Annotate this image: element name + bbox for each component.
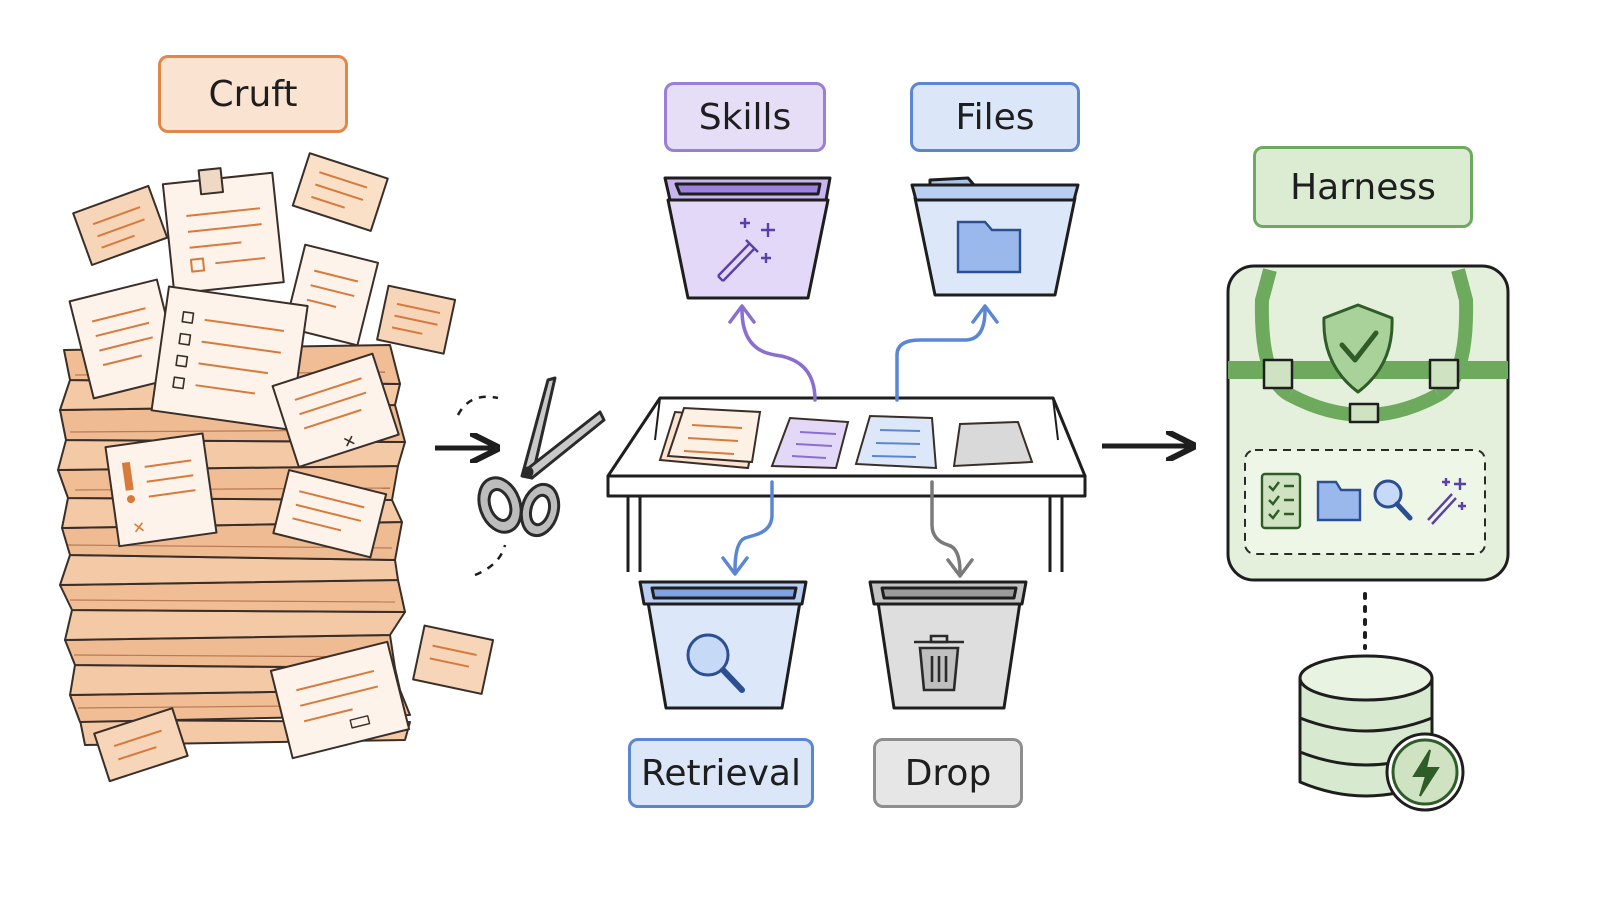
dashed-cut-line <box>456 395 507 577</box>
shield-check-icon <box>1322 303 1394 394</box>
table-paper-orange <box>658 406 762 470</box>
trash-icon <box>914 634 964 692</box>
checklist-icon <box>1260 472 1302 530</box>
lightning-icon <box>1385 732 1465 812</box>
sorting-arrows <box>721 304 999 578</box>
magic-wand-icon <box>717 218 775 282</box>
files-bin <box>910 176 1080 297</box>
harness-wand-icon <box>1427 478 1466 525</box>
drop-label: Drop <box>873 738 1023 808</box>
cruft-label: Cruft <box>158 55 348 133</box>
harness-magnifier-icon <box>1373 479 1413 521</box>
cruft-pile <box>57 152 495 783</box>
table-paper-purple <box>770 416 850 470</box>
scissors-icon <box>477 376 606 538</box>
skills-label: Skills <box>664 82 826 152</box>
harness-label: Harness <box>1253 146 1473 228</box>
retrieval-label: Retrieval <box>628 738 814 808</box>
harness-folder-icon <box>1316 480 1362 522</box>
harness-pack <box>1226 264 1510 582</box>
magnifier-icon <box>686 633 745 693</box>
table-paper-gray <box>952 420 1034 468</box>
files-label: Files <box>910 82 1080 152</box>
folder-icon <box>956 220 1022 274</box>
skills-bin <box>663 176 832 300</box>
table-paper-blue <box>854 414 938 470</box>
